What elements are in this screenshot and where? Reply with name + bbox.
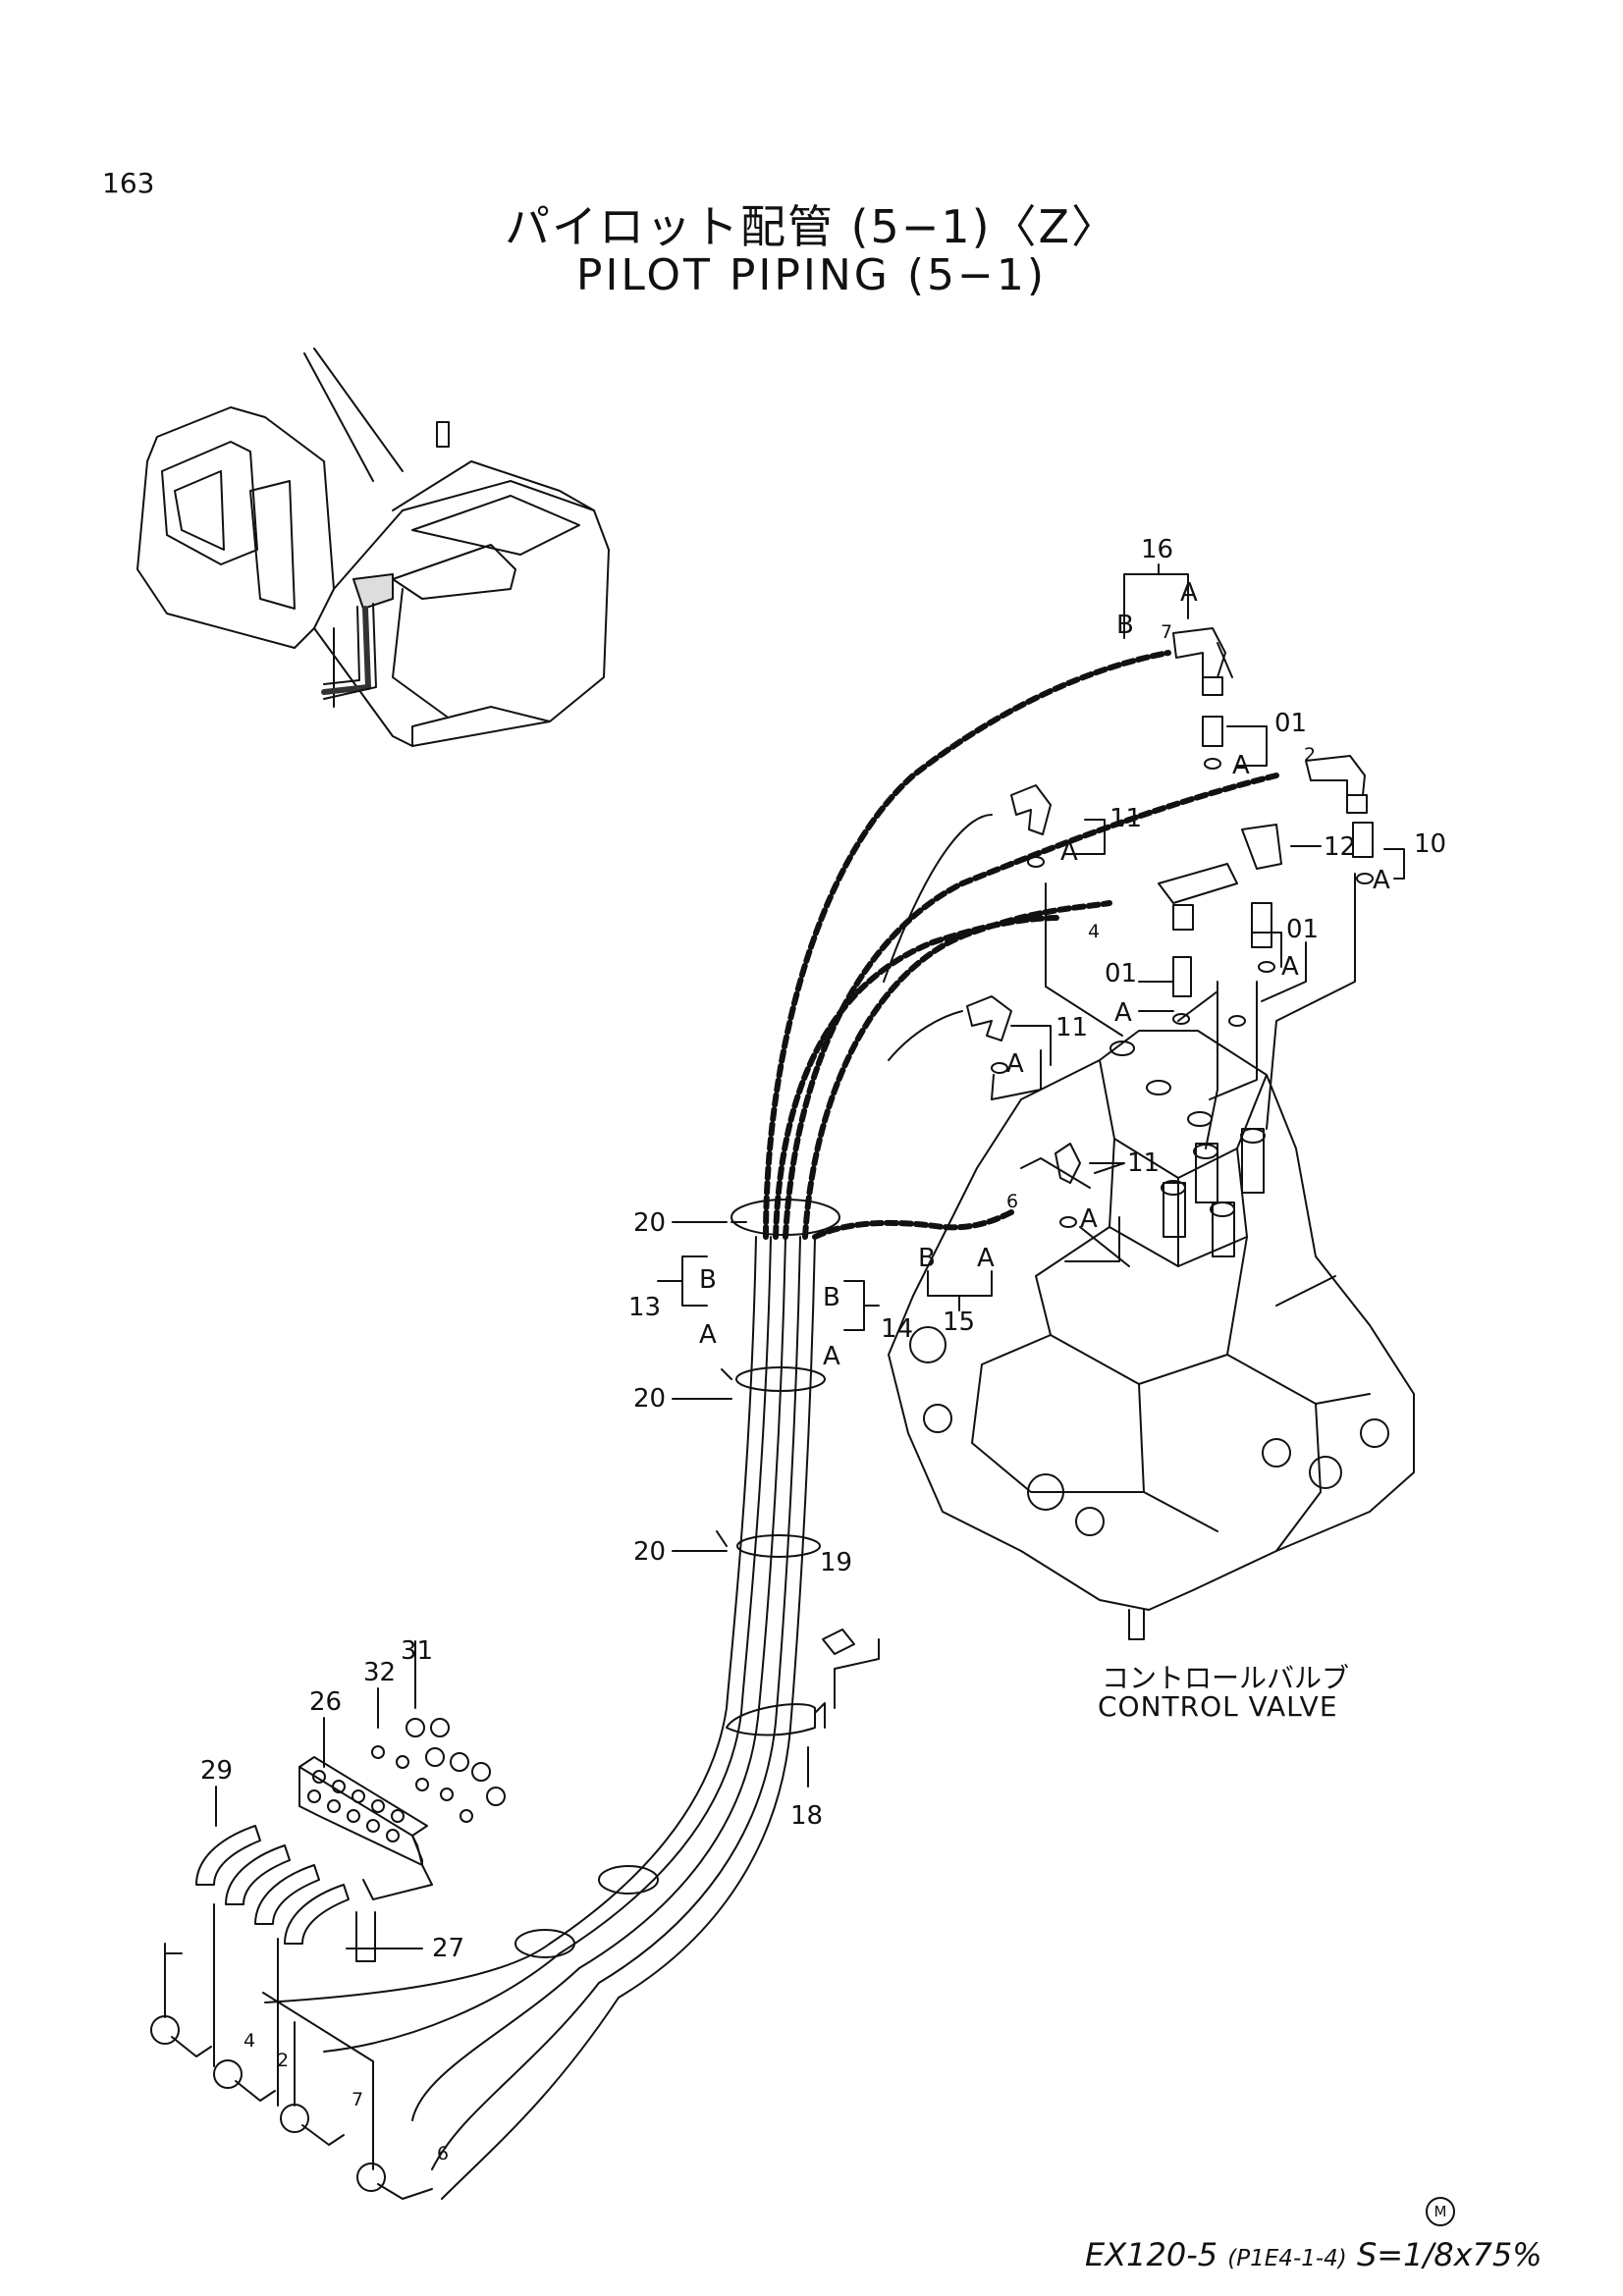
control-valve-label-en: CONTROL VALVE: [1098, 1690, 1338, 1723]
callout: A: [977, 1244, 995, 1273]
callout: 4: [243, 2030, 255, 2052]
callout: A: [1180, 578, 1198, 608]
title-english: PILOT PIPING (5−1): [575, 250, 1048, 300]
spiral-guard-hoses: [763, 650, 1279, 1240]
callout: 14: [881, 1314, 913, 1344]
footer-scale: S=1/8x75%: [1356, 2236, 1542, 2273]
callout: A: [1080, 1204, 1098, 1234]
callout: A: [823, 1342, 840, 1371]
bulkhead-bracket: [195, 1629, 855, 1962]
leader-lines: [164, 563, 1405, 2170]
footer-reference: EX120-5 (P1E4-1-4) S=1/8x75%: [1085, 2236, 1542, 2273]
hose-end-fittings: [150, 2015, 433, 2200]
callout: A: [1232, 751, 1250, 780]
callout: 27: [432, 1934, 464, 1963]
callout: 19: [820, 1548, 852, 1577]
callout: 2: [277, 2050, 289, 2071]
callout: 01: [1105, 959, 1137, 988]
callout: 01: [1274, 709, 1307, 738]
callout: A: [1060, 837, 1078, 867]
callout: A: [1006, 1049, 1024, 1079]
callout: 4: [1088, 921, 1100, 942]
control-valve-label-jp: コントロールバルブ: [1102, 1662, 1350, 1694]
callout: A: [1114, 998, 1132, 1028]
callout: 29: [200, 1756, 233, 1786]
callout: 01: [1286, 915, 1319, 944]
callout: B: [699, 1265, 717, 1295]
callout: A: [1373, 866, 1390, 895]
callout: 15: [943, 1308, 975, 1337]
footer-model: EX120-5: [1085, 2236, 1218, 2273]
title-japanese: パイロット配管 (5−1)〈Z〉: [504, 200, 1119, 253]
excavator-inset: [136, 347, 610, 747]
callout: 2: [1304, 744, 1316, 766]
page-number: 163: [102, 167, 155, 199]
fittings: [966, 627, 1374, 1228]
callout: 6: [437, 2143, 449, 2164]
callout: A: [1281, 952, 1299, 982]
m-mark-icon: M: [1426, 2197, 1455, 2226]
callout: 11: [1109, 804, 1142, 833]
footer-ref: (P1E4-1-4): [1227, 2246, 1347, 2271]
callout: 18: [790, 1801, 823, 1831]
callout: 7: [1161, 621, 1172, 643]
callout: 20: [633, 1537, 666, 1567]
callout: B: [1116, 611, 1134, 640]
callout: 10: [1414, 829, 1446, 859]
callout: 20: [633, 1384, 666, 1414]
callout: 12: [1324, 832, 1356, 862]
callout: 7: [352, 2089, 363, 2110]
control-valve-body: [888, 1030, 1415, 1640]
callout: B: [918, 1244, 936, 1273]
callout: 13: [628, 1293, 661, 1322]
callout: 16: [1141, 535, 1173, 564]
callout: 26: [309, 1687, 342, 1717]
callout: 11: [1127, 1148, 1160, 1178]
callout: 32: [363, 1658, 396, 1687]
callout: A: [699, 1320, 717, 1350]
callout: B: [823, 1283, 840, 1312]
hose-bundle: [264, 1236, 816, 2200]
hose-clamps: [514, 1199, 840, 1958]
callout-labels: 16 A B 7 01 A 2 11 A 12 10 A 4 01 A 01 A…: [200, 535, 1446, 2164]
callout: 20: [633, 1208, 666, 1238]
callout: 11: [1055, 1013, 1088, 1042]
callout: 31: [401, 1636, 433, 1666]
callout: 6: [1006, 1191, 1018, 1212]
hose-plain-runs: [883, 642, 1233, 1061]
